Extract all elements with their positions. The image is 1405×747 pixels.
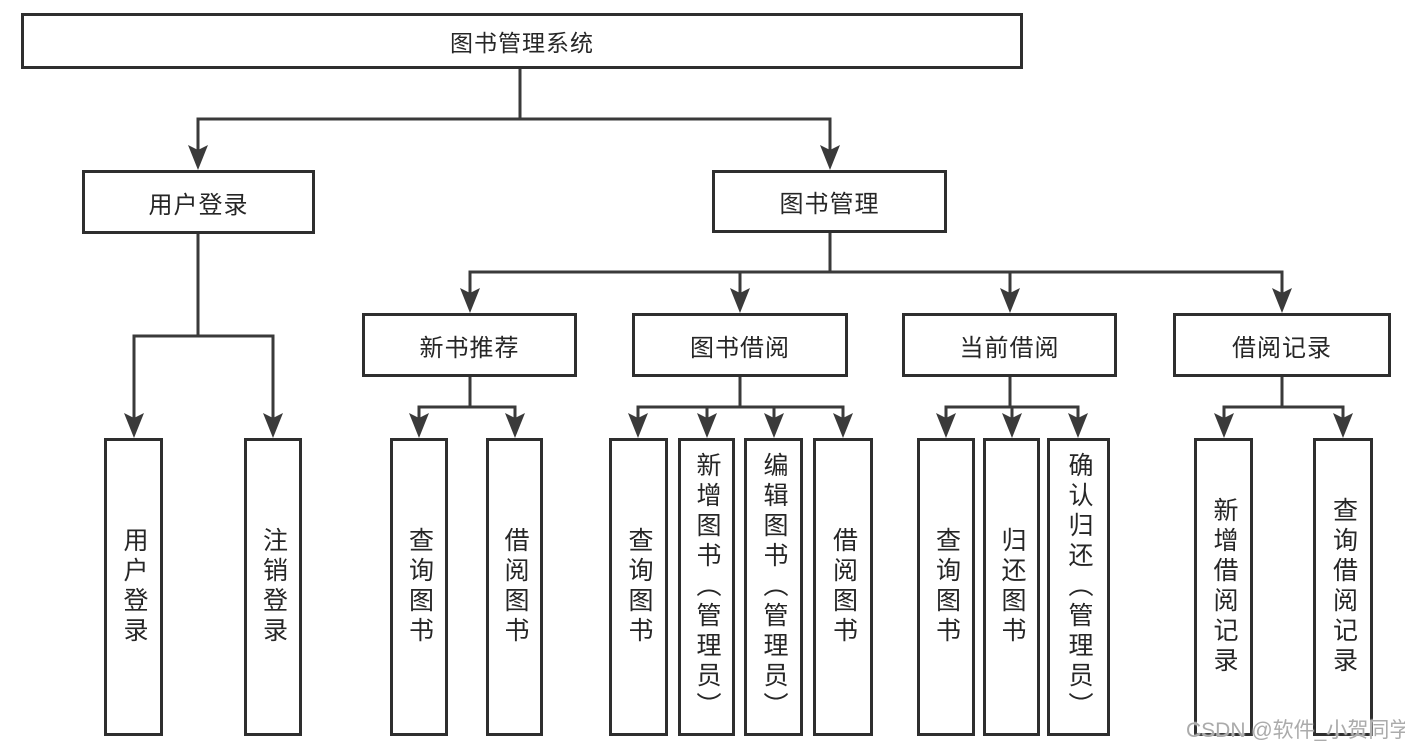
leaf-query-borrow-record: 查询借阅记录 bbox=[1313, 438, 1373, 736]
arrowhead bbox=[833, 413, 853, 438]
leaf-query-books-borrowing: 查询图书 bbox=[609, 438, 668, 736]
node-book-management-branch: 图书管理 bbox=[712, 170, 947, 233]
connector-line bbox=[196, 68, 832, 151]
leaf-edit-book-admin: 编辑图书（管理员） bbox=[744, 438, 803, 736]
arrowhead bbox=[505, 413, 525, 438]
arrowhead bbox=[1000, 288, 1020, 313]
leaf-user-login: 用户登录 bbox=[104, 438, 163, 736]
csdn-watermark: CSDN @软件_小贺同学 bbox=[1186, 719, 1405, 742]
connector-line bbox=[944, 377, 1080, 419]
leaf-label: 查询图书 bbox=[625, 527, 653, 647]
node-label: 图书管理 bbox=[779, 191, 880, 218]
node-library-management-system: 图书管理系统 bbox=[21, 13, 1023, 69]
leaf-query-books-current: 查询图书 bbox=[917, 438, 975, 736]
leaf-label: 借阅图书 bbox=[829, 527, 858, 647]
leaf-borrow-books-recommend: 借阅图书 bbox=[486, 438, 543, 736]
leaf-label: 借阅图书 bbox=[501, 527, 529, 647]
leaf-label: 用户登录 bbox=[120, 527, 148, 647]
arrowhead bbox=[936, 413, 956, 438]
leaf-label: 新增图书（管理员） bbox=[693, 452, 721, 722]
connector-line bbox=[417, 377, 517, 419]
arrowhead bbox=[628, 413, 648, 438]
arrowhead bbox=[1272, 288, 1292, 313]
arrowhead bbox=[1333, 413, 1353, 438]
arrowhead bbox=[1214, 413, 1234, 438]
leaf-borrow-books-borrowing: 借阅图书 bbox=[813, 438, 873, 736]
arrowhead bbox=[764, 413, 784, 438]
leaf-label: 注销登录 bbox=[259, 527, 288, 647]
arrowhead bbox=[124, 413, 144, 438]
connector-line bbox=[1222, 377, 1345, 419]
leaf-label: 查询借阅记录 bbox=[1329, 497, 1358, 677]
node-label: 用户登录 bbox=[148, 191, 249, 219]
arrowhead bbox=[820, 145, 840, 170]
connector-line bbox=[468, 233, 1284, 294]
arrowhead bbox=[188, 145, 208, 170]
node-label: 新书推荐 bbox=[419, 334, 520, 362]
node-label: 当前借阅 bbox=[959, 334, 1060, 362]
leaf-label: 查询图书 bbox=[405, 527, 434, 647]
arrowhead bbox=[409, 413, 429, 438]
arrowhead bbox=[1068, 413, 1088, 438]
node-label: 借阅记录 bbox=[1232, 334, 1332, 362]
leaf-confirm-return-admin: 确认归还（管理员） bbox=[1047, 438, 1110, 736]
node-label: 图书借阅 bbox=[690, 334, 790, 362]
leaf-return-book: 归还图书 bbox=[983, 438, 1040, 736]
node-book-borrowing: 图书借阅 bbox=[632, 313, 848, 377]
arrowhead bbox=[263, 413, 283, 438]
connector-line bbox=[132, 234, 275, 419]
node-new-book-recommend: 新书推荐 bbox=[362, 313, 577, 377]
leaf-logout: 注销登录 bbox=[244, 438, 302, 736]
node-label: 图书管理系统 bbox=[450, 30, 594, 56]
leaf-label: 查询图书 bbox=[932, 527, 961, 647]
leaf-label: 归还图书 bbox=[998, 527, 1026, 647]
leaf-add-borrow-record: 新增借阅记录 bbox=[1194, 438, 1253, 736]
arrowhead bbox=[697, 413, 717, 438]
node-current-borrowing: 当前借阅 bbox=[902, 313, 1117, 377]
leaf-query-books-recommend: 查询图书 bbox=[390, 438, 448, 736]
arrowhead bbox=[460, 288, 480, 313]
node-borrowing-records: 借阅记录 bbox=[1173, 313, 1391, 377]
leaf-label: 新增借阅记录 bbox=[1210, 497, 1238, 677]
connector-line bbox=[636, 377, 845, 419]
leaf-label: 编辑图书（管理员） bbox=[760, 452, 788, 722]
arrowhead bbox=[1002, 413, 1022, 438]
leaf-label: 确认归还（管理员） bbox=[1065, 452, 1093, 722]
node-user-login-branch: 用户登录 bbox=[82, 170, 315, 234]
leaf-add-book-admin: 新增图书（管理员） bbox=[678, 438, 735, 736]
arrowhead bbox=[730, 288, 750, 313]
